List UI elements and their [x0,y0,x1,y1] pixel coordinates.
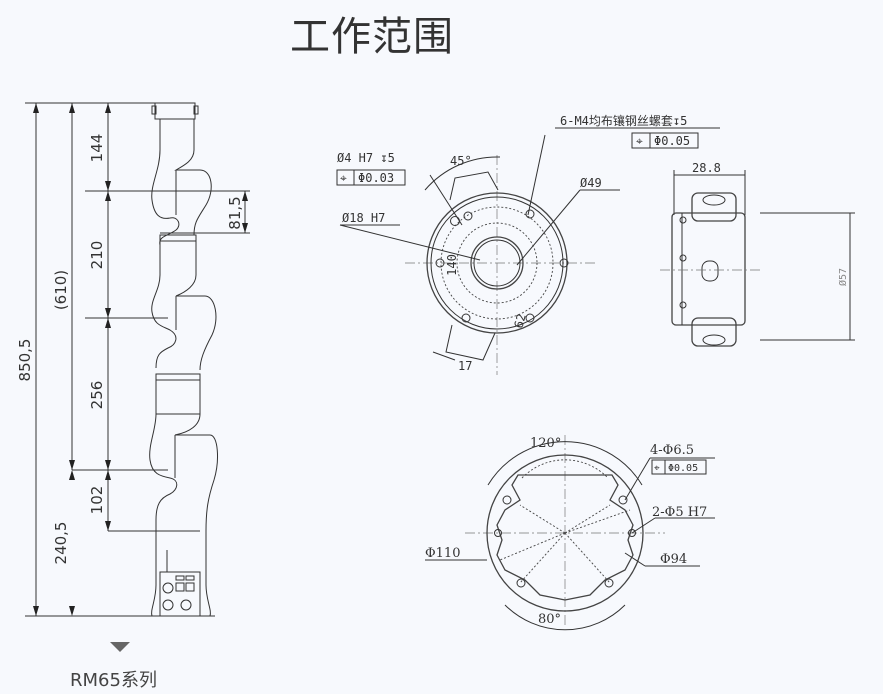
dim-reach: (610) [52,270,70,310]
dim-140: 140 [445,254,459,276]
pin-tolerance: Φ0.03 [358,171,394,185]
position-symbol-icon: ⌖ [340,171,347,185]
pin-note: Ø4 H7 ↧5 [337,151,395,165]
side-width: 28.8 [692,161,721,175]
position-symbol-icon: ⌖ [654,463,660,474]
flatness-symbol-icon: ⌖ [636,134,643,148]
pin-note-bottom: 2-Φ5 H7 [652,505,707,520]
series-caption: RM65系列 [70,670,157,691]
thread-tolerance: Φ0.05 [654,134,690,148]
pcd-note: Ø49 [580,176,602,190]
triangle-down-icon [110,642,130,652]
pcd-bottom: Φ94 [660,552,687,567]
dim-base: 240,5 [52,522,70,565]
dim-seg3: 256 [88,381,106,410]
dim-seg2: 210 [88,241,106,270]
page-title: 工作范围 [290,14,454,60]
robot-arm-drawing: 850,5 (610) 144 210 256 102 240,5 81,5 [16,102,250,617]
flange-bottom-view: 120° 80° 4-Φ6.5 ⌖ Φ0.05 2-Φ5 H7 Φ110 Φ94 [425,435,715,631]
outer-diameter: Φ110 [425,546,460,561]
flange-side-view: 28.8 Ø57 [660,161,855,347]
dim-62: 62 [512,312,529,330]
flange-top-view: 6-M4均布镶钢丝螺套↧5 ⌖ Φ0.05 Ø4 H7 ↧5 ⌖ Φ0.03 Ø… [336,113,720,375]
dim-seg4: 102 [88,486,106,515]
thread-note: 6-M4均布镶钢丝螺套↧5 [560,113,687,128]
dim-total-height: 850,5 [16,339,34,382]
angle-bottom: 80° [538,612,561,627]
bore-note: Ø18 H7 [342,211,385,225]
dim-offset: 81,5 [226,196,244,229]
dim-17: 17 [458,359,472,373]
hole-tolerance: Φ0.05 [668,463,698,474]
angle-note: 45° [450,154,472,168]
dim-seg1: 144 [88,134,106,163]
side-diameter: Ø57 [837,268,849,286]
angle-top: 120° [530,436,561,451]
hole-note: 4-Φ6.5 [650,443,694,458]
